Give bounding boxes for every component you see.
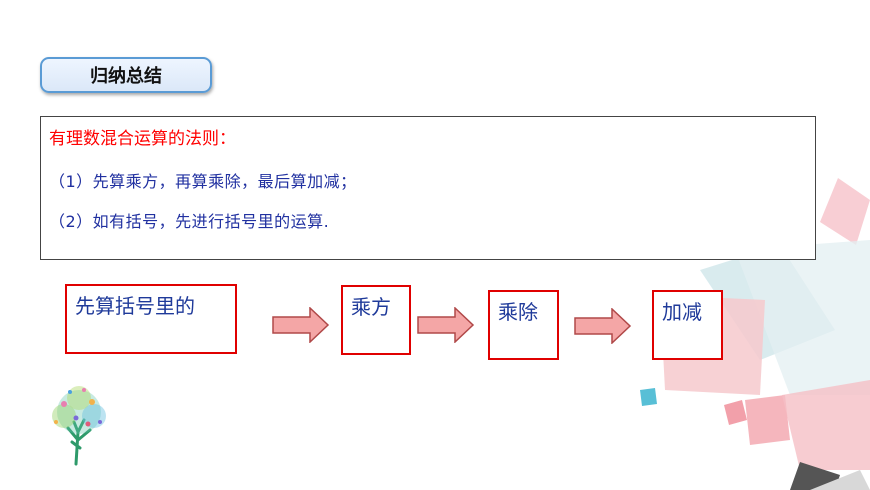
flow-step-label: 乘除 [498, 300, 538, 324]
rule-item-1: （1）先算乘方，再算乘除，最后算加减； [49, 172, 357, 191]
summary-title-badge: 归纳总结 [40, 57, 212, 93]
summary-title: 归纳总结 [90, 66, 162, 87]
arrow-right-icon [417, 307, 475, 343]
arrow-right-icon [272, 307, 330, 343]
rules-box: 有理数混合运算的法则： （1）先算乘方，再算乘除，最后算加减； （2）如有括号，… [40, 116, 816, 260]
flow-step-label: 乘方 [351, 295, 391, 319]
arrow-right-icon [574, 308, 632, 344]
flow-step-parentheses: 先算括号里的 [65, 284, 237, 354]
flow-step-add-subtract: 加减 [652, 290, 723, 360]
tree-icon [52, 386, 106, 466]
flow-step-label: 先算括号里的 [75, 294, 195, 318]
flow-step-multiply-divide: 乘除 [488, 290, 559, 360]
rules-heading: 有理数混合运算的法则： [49, 129, 236, 149]
flow-step-power: 乘方 [341, 285, 411, 355]
flow-step-label: 加减 [662, 300, 702, 324]
rule-item-2: （2）如有括号，先进行括号里的运算. [49, 212, 330, 231]
